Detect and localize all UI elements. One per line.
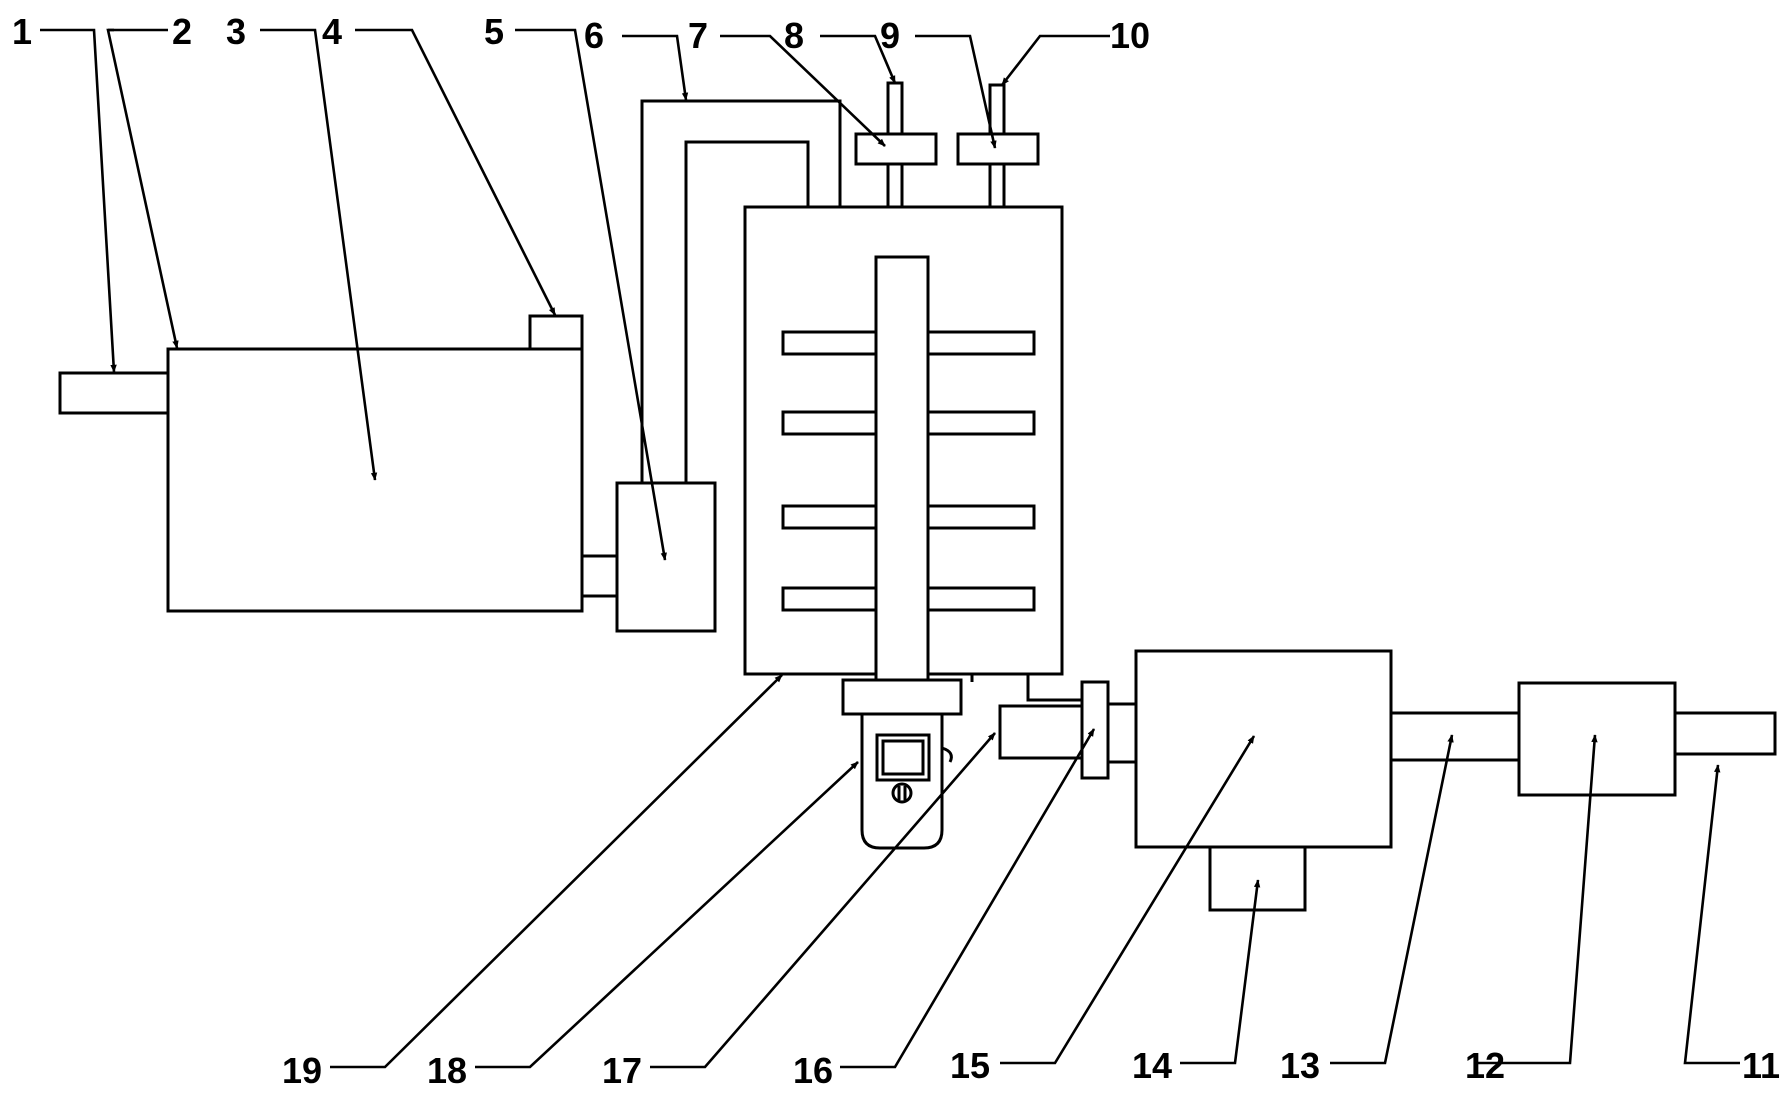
blade-4-left bbox=[781, 586, 878, 612]
label-11: 11 bbox=[1742, 1045, 1780, 1086]
part-5-pump bbox=[615, 481, 717, 633]
motor-hook bbox=[941, 746, 953, 763]
label-8: 8 bbox=[784, 15, 804, 56]
separator-bottom-port bbox=[1208, 845, 1307, 912]
leader-6 bbox=[622, 34, 689, 101]
label-18: 18 bbox=[427, 1050, 467, 1091]
blade-3-right bbox=[926, 504, 1036, 530]
part-9-valve-stem bbox=[988, 83, 1006, 138]
leader-15 bbox=[1000, 735, 1256, 1065]
leader-8 bbox=[820, 34, 897, 84]
label-10: 10 bbox=[1110, 15, 1150, 56]
leader-19 bbox=[330, 674, 783, 1069]
label-15: 15 bbox=[950, 1045, 990, 1086]
valve-stem-8 bbox=[886, 81, 904, 138]
label-13: 13 bbox=[1280, 1045, 1320, 1086]
part-12-filter bbox=[1517, 681, 1677, 797]
part-16-outlet-pipe bbox=[998, 704, 1084, 760]
part-11-outlet-pipe bbox=[1673, 711, 1777, 756]
leaders-top bbox=[40, 28, 1110, 561]
label-16: 16 bbox=[793, 1050, 833, 1091]
leader-9 bbox=[915, 34, 997, 149]
valve-stem-10-lower bbox=[988, 162, 1006, 210]
part-8-valve bbox=[854, 132, 938, 166]
label-7: 7 bbox=[688, 15, 708, 56]
stirring-blades bbox=[781, 330, 1036, 612]
leader-18 bbox=[475, 761, 859, 1069]
motor-terminal-inner bbox=[881, 739, 925, 776]
valve-15-connector bbox=[1106, 702, 1138, 764]
label-19: 19 bbox=[282, 1050, 322, 1091]
leader-1 bbox=[40, 28, 117, 373]
blade-1-right bbox=[926, 330, 1036, 356]
label-5: 5 bbox=[484, 11, 504, 52]
blade-2-right bbox=[926, 410, 1036, 436]
part-17-outlet-pipe bbox=[1026, 674, 1082, 702]
label-12: 12 bbox=[1465, 1045, 1505, 1086]
leader-10 bbox=[1000, 34, 1110, 86]
motor-knob bbox=[891, 782, 913, 804]
blade-4-right bbox=[926, 586, 1036, 612]
part-13-pipe bbox=[1389, 711, 1521, 762]
part-1-inlet-pipe bbox=[58, 371, 174, 415]
leader-11 bbox=[1683, 764, 1740, 1065]
label-4: 4 bbox=[322, 11, 342, 52]
valve-9-body bbox=[956, 132, 1040, 166]
leader-4 bbox=[355, 28, 557, 316]
leader-14 bbox=[1180, 879, 1261, 1065]
leader-3 bbox=[260, 28, 378, 481]
blade-1-left bbox=[781, 330, 878, 356]
stirring-shaft bbox=[874, 255, 930, 684]
part-7-pipe-outer bbox=[640, 99, 842, 483]
part-number-labels: 1 2 3 4 5 6 7 8 9 10 19 18 17 16 15 14 1… bbox=[12, 11, 1780, 1091]
leader-12 bbox=[1475, 734, 1598, 1065]
valve-stem-8-lower bbox=[886, 162, 904, 210]
part-14-separator bbox=[1134, 649, 1393, 849]
motor-coupling bbox=[841, 678, 963, 716]
leader-16 bbox=[840, 728, 1096, 1069]
leader-2 bbox=[106, 28, 179, 349]
label-14: 14 bbox=[1132, 1045, 1172, 1086]
leader-17 bbox=[650, 732, 996, 1069]
blade-3-left bbox=[781, 504, 878, 530]
part-6-pipe-inner bbox=[684, 140, 810, 483]
leader-13 bbox=[1330, 734, 1454, 1065]
label-2: 2 bbox=[172, 11, 192, 52]
label-3: 3 bbox=[226, 11, 246, 52]
label-1: 1 bbox=[12, 11, 32, 52]
part-15-valve bbox=[1080, 680, 1110, 780]
label-17: 17 bbox=[602, 1050, 642, 1091]
leader-5 bbox=[515, 28, 667, 561]
label-6: 6 bbox=[584, 15, 604, 56]
blade-2-left bbox=[781, 410, 878, 436]
leaders-bottom bbox=[330, 674, 1740, 1069]
label-9: 9 bbox=[880, 15, 900, 56]
leader-7 bbox=[720, 34, 886, 147]
tank-outlet-connector bbox=[580, 554, 619, 598]
part-4-top-port bbox=[528, 314, 584, 351]
